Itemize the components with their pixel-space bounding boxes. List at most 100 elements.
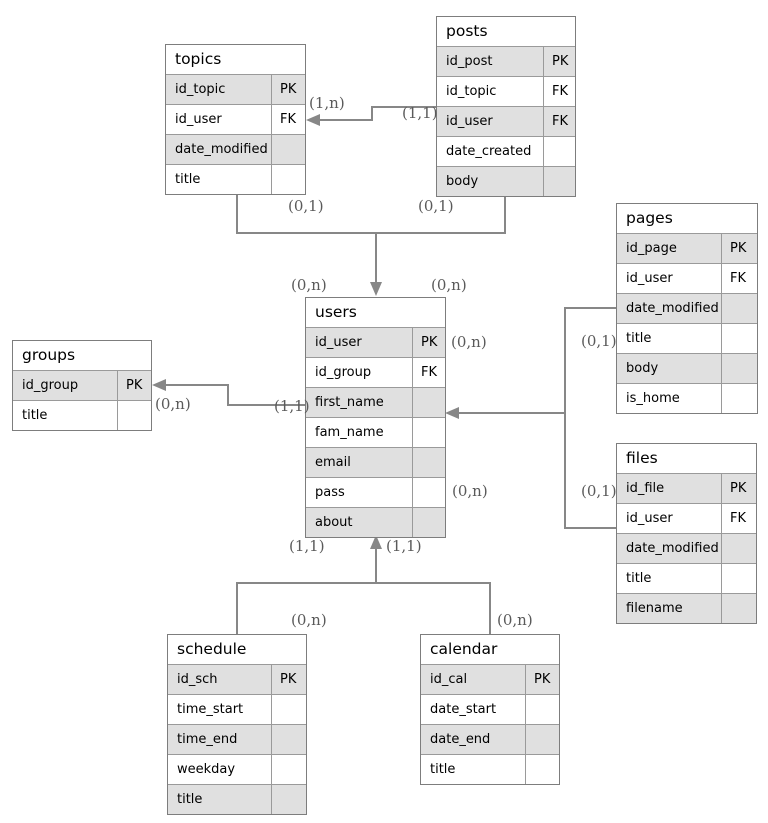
table-row-date_modified[interactable]: date_modified <box>166 135 305 165</box>
table-row-id_topic[interactable]: id_topic FK <box>437 77 575 107</box>
field-name: fam_name <box>315 425 384 440</box>
key-badge <box>412 448 445 477</box>
key-badge <box>271 135 305 164</box>
field-name: id_group <box>315 365 372 380</box>
arrowhead-up-icon <box>370 535 382 549</box>
connector-segment <box>236 232 506 234</box>
connector-segment <box>227 384 229 406</box>
table-title: schedule <box>168 635 306 665</box>
table-row-title[interactable]: title <box>421 755 559 784</box>
field-name: id_topic <box>175 82 226 97</box>
field-name: id_user <box>626 271 673 286</box>
table-row-date_modified[interactable]: date_modified <box>617 534 756 564</box>
key-badge: PK <box>271 665 306 694</box>
field-name: id_sch <box>177 672 218 687</box>
table-row-first_name[interactable]: first_name <box>306 388 445 418</box>
cardinality-label: (1,1) <box>402 104 438 122</box>
field-name: pass <box>315 485 345 500</box>
field-name: title <box>175 172 201 187</box>
table-row-time_start[interactable]: time_start <box>168 695 306 725</box>
table-row-pass[interactable]: pass <box>306 478 445 508</box>
field-name: id_page <box>626 241 677 256</box>
key-badge <box>271 785 306 814</box>
table-row-title[interactable]: title <box>617 324 757 354</box>
key-badge <box>117 401 151 430</box>
table-row-body[interactable]: body <box>437 167 575 196</box>
key-badge: FK <box>543 77 575 106</box>
table-row-date_start[interactable]: date_start <box>421 695 559 725</box>
cardinality-label: (1,1) <box>289 537 325 555</box>
table-row-email[interactable]: email <box>306 448 445 478</box>
arrowhead-left-icon <box>152 379 166 391</box>
table-row-time_end[interactable]: time_end <box>168 725 306 755</box>
cardinality-label: (0,n) <box>155 395 191 413</box>
table-row-title[interactable]: title <box>617 564 756 594</box>
table-row-body[interactable]: body <box>617 354 757 384</box>
key-badge <box>721 534 756 563</box>
cardinality-label: (0,1) <box>418 197 454 215</box>
table-row-filename[interactable]: filename <box>617 594 756 623</box>
key-badge: PK <box>271 75 305 104</box>
field-name: id_topic <box>446 84 497 99</box>
key-badge: PK <box>117 371 151 400</box>
key-badge: PK <box>543 47 575 76</box>
cardinality-label: (0,n) <box>291 276 327 294</box>
table-row-about[interactable]: about <box>306 508 445 537</box>
table-row-date_created[interactable]: date_created <box>437 137 575 167</box>
table-row-title[interactable]: title <box>13 401 151 430</box>
table-row-date_modified[interactable]: date_modified <box>617 294 757 324</box>
table-title: groups <box>13 341 151 371</box>
field-name: id_cal <box>430 672 468 687</box>
field-name: id_user <box>175 112 222 127</box>
table-row-title[interactable]: title <box>168 785 306 814</box>
table-title: users <box>306 298 445 328</box>
table-row-date_end[interactable]: date_end <box>421 725 559 755</box>
table-row-id_sch[interactable]: id_sch PK <box>168 665 306 695</box>
field-name: date_created <box>446 144 532 159</box>
key-badge <box>271 725 306 754</box>
table-row-id_topic[interactable]: id_topic PK <box>166 75 305 105</box>
key-badge <box>525 725 559 754</box>
field-name: body <box>626 361 659 376</box>
field-name: time_end <box>177 732 238 747</box>
cardinality-label: (0,n) <box>431 276 467 294</box>
field-name: date_modified <box>626 301 719 316</box>
cardinality-label: (0,n) <box>452 482 488 500</box>
table-row-weekday[interactable]: weekday <box>168 755 306 785</box>
table-row-is_home[interactable]: is_home <box>617 384 757 413</box>
cardinality-label: (1,1) <box>386 537 422 555</box>
arrowhead-left-icon <box>306 114 320 126</box>
field-name: first_name <box>315 395 384 410</box>
table-row-title[interactable]: title <box>166 165 305 194</box>
key-badge <box>412 388 445 417</box>
table-title: posts <box>437 17 575 47</box>
table-row-id_user[interactable]: id_user FK <box>617 264 757 294</box>
connector-segment <box>371 106 437 108</box>
cardinality-label: (0,n) <box>291 611 327 629</box>
key-badge: FK <box>721 264 757 293</box>
field-name: about <box>315 515 353 530</box>
key-badge: FK <box>721 504 756 533</box>
field-name: title <box>626 331 652 346</box>
table-title: files <box>617 444 756 474</box>
key-badge <box>271 695 306 724</box>
table-row-fam_name[interactable]: fam_name <box>306 418 445 448</box>
